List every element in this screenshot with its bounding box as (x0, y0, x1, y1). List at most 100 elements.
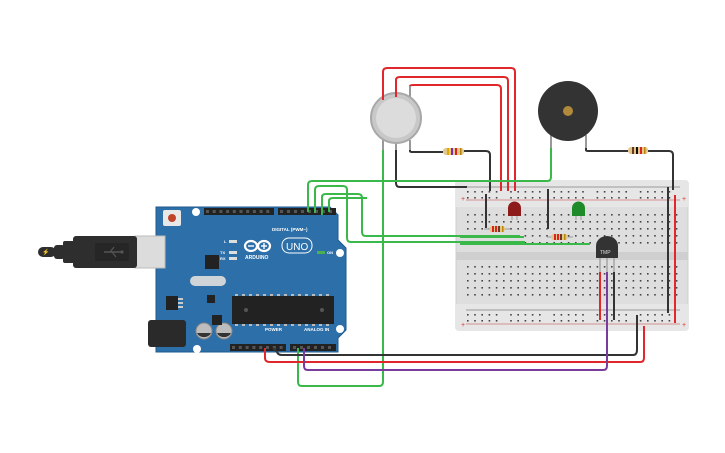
breadboard-hole (531, 197, 534, 199)
resistor-green-led[interactable] (547, 234, 573, 240)
resistor-red-led[interactable] (484, 226, 510, 232)
breadboard-hole (567, 287, 570, 289)
breadboard-hole (517, 228, 519, 230)
gas-sensor-mesh (376, 98, 416, 138)
wire-gnd-black[interactable] (272, 315, 638, 356)
breadboard-hole (589, 214, 591, 216)
arduino-uno-board[interactable]: L TX RX ON ARDUINO UNO DIGITAL (PWM~) PO… (134, 206, 347, 353)
breadboard-hole (474, 228, 476, 230)
resistor-gas-sensor[interactable] (443, 148, 464, 155)
wire-digital-green-2[interactable] (321, 193, 520, 237)
header-pin (301, 210, 304, 213)
breadboard-hole (654, 294, 656, 296)
wire-gas-red-3[interactable] (409, 84, 502, 191)
breadboard-hole (611, 228, 613, 230)
breadboard-hole (639, 320, 642, 322)
breadboard-hole (589, 287, 591, 289)
breadboard[interactable]: + + + + (455, 180, 689, 331)
red-led[interactable] (508, 201, 521, 221)
breadboard-hole (539, 314, 541, 316)
breadboard-hole (639, 287, 642, 289)
chip-pin (249, 294, 252, 296)
breadboard-hole (618, 320, 620, 322)
breadboard-hole (539, 287, 541, 289)
breadboard-hole (611, 191, 613, 193)
chip-pin (277, 294, 280, 296)
digital-header-label: DIGITAL (PWM~) (272, 227, 308, 232)
breadboard-hole (560, 280, 563, 282)
chip-pin (305, 324, 308, 326)
breadboard-hole (611, 280, 613, 282)
power-header-label: POWER (265, 327, 283, 332)
breadboard-hole (661, 314, 663, 316)
piezo-buzzer[interactable] (538, 81, 598, 148)
breadboard-hole (517, 314, 519, 316)
breadboard-hole (567, 242, 570, 244)
breadboard-hole (546, 235, 548, 237)
breadboard-hole (596, 221, 599, 223)
breadboard-hole (625, 314, 627, 316)
breadboard-hole (553, 221, 555, 223)
wire-gas-black-1[interactable] (395, 150, 467, 188)
mounting-hole (193, 345, 201, 353)
wire-gas-green-a0[interactable] (297, 150, 384, 387)
wire-buzzer-lead[interactable] (585, 148, 628, 152)
led-tx (229, 251, 237, 254)
breadboard-hole (625, 221, 627, 223)
arduino-brand: ARDUINO (245, 255, 268, 261)
breadboard-hole (481, 273, 483, 275)
wire-gas-black-2[interactable] (464, 150, 491, 191)
breadboard-hole (517, 287, 519, 289)
resistor-buzzer[interactable] (628, 147, 648, 154)
breadboard-hole (524, 242, 527, 244)
crystal-oscillator (190, 276, 226, 286)
breadboard-hole (553, 273, 555, 275)
breadboard-hole (481, 214, 483, 216)
breadboard-hole (517, 294, 519, 296)
breadboard-hole (611, 221, 613, 223)
breadboard-hole (546, 273, 548, 275)
chip-pin (284, 324, 287, 326)
breadboard-hole (495, 266, 498, 268)
chip-pin (326, 294, 329, 296)
breadboard-hole (546, 242, 548, 244)
green-led[interactable] (572, 201, 585, 221)
header-pin (272, 346, 276, 349)
header-pin (245, 346, 249, 349)
digital-header-left[interactable] (204, 208, 274, 215)
breadboard-hole (647, 320, 649, 322)
breadboard-hole (603, 214, 606, 216)
breadboard-hole (632, 221, 635, 223)
wire-a1-purple[interactable] (303, 272, 608, 371)
header-pin (232, 210, 236, 213)
wire-digital-green-1[interactable] (314, 185, 525, 243)
breadboard-hole (553, 191, 555, 193)
usb-cable[interactable]: ⚡ (38, 236, 137, 268)
analog-header[interactable] (290, 344, 336, 351)
breadboard-hole (467, 273, 469, 275)
breadboard-hole (560, 242, 563, 244)
wire-buzzer-green[interactable] (307, 148, 552, 212)
breadboard-hole (618, 221, 620, 223)
wire-gas-red-2[interactable] (395, 76, 509, 191)
breadboard-hole (531, 273, 534, 275)
breadboard-hole (567, 214, 570, 216)
chip-pin (312, 324, 315, 326)
breadboard-hole (560, 273, 563, 275)
temperature-sensor[interactable]: TMP (596, 236, 618, 272)
breadboard-hole (567, 235, 570, 237)
wire-5v-red[interactable] (264, 326, 645, 363)
wire-buzzer-black[interactable] (648, 150, 674, 190)
voltage-regulator (166, 296, 178, 310)
wire-gas-resistor-lead[interactable] (409, 150, 443, 153)
breadboard-hole (481, 191, 483, 193)
breadboard-hole (582, 221, 584, 223)
wires (264, 67, 676, 387)
wire-gas-red-1[interactable] (382, 67, 516, 191)
header-pin (266, 346, 269, 349)
breadboard-hole (668, 191, 671, 193)
power-header[interactable] (230, 344, 286, 351)
header-pin (219, 210, 223, 213)
breadboard-hole (488, 287, 491, 289)
breadboard-hole (661, 214, 663, 216)
